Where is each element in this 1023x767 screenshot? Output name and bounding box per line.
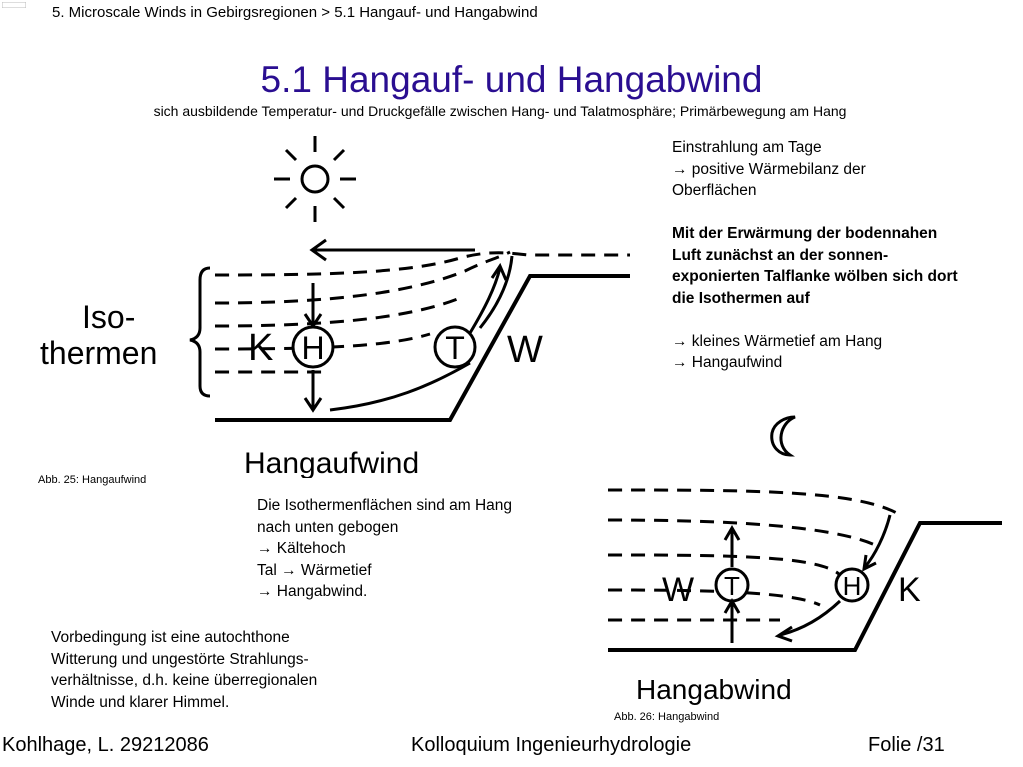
label-w: W (507, 329, 543, 371)
corner-mark (2, 2, 26, 8)
footer-event: Kolloquium Ingenieurhydrologie (411, 734, 692, 756)
upslope-wind-arrows (329, 255, 514, 412)
figure-hangabwind: T H W K Hangabwind (607, 415, 1002, 705)
text-line: → Hangaufwind (672, 354, 783, 371)
moon-icon (770, 415, 796, 457)
downslope-wind-arrows (774, 514, 892, 643)
text-line: Tal → Wärmetief (257, 561, 372, 579)
text-line: Winde und klarer Himmel. (51, 693, 230, 711)
explanation-hangabwind: Die Isothermenflächen sind am Hang nach … (257, 495, 587, 603)
sun-icon (274, 136, 356, 222)
text-line: Einstrahlung am Tage (672, 139, 822, 156)
text-line: → kleines Wärmetief am Hang (672, 332, 883, 350)
label-k: K (898, 571, 921, 609)
label-t: T (724, 571, 740, 601)
upper-return-flow-arrow (309, 238, 475, 262)
precondition-note: Vorbedingung ist eine autochthone Witter… (51, 627, 381, 713)
ground-profile (215, 274, 630, 422)
text-line: Witterung und ungestörte Strahlungs- (51, 650, 309, 668)
figure2-title: Hangabwind (636, 674, 792, 705)
figure1-caption: Abb. 25: Hangaufwind (38, 474, 147, 486)
high-pressure-marker (834, 567, 870, 603)
text-line: → Hangabwind. (257, 583, 368, 600)
text-line: → Kältehoch (257, 540, 346, 557)
isotherm-lines (607, 488, 901, 622)
low-pressure-marker (433, 325, 477, 369)
isotherm-lines (214, 250, 630, 374)
isotherm-brace (189, 266, 211, 398)
label-h: H (301, 330, 324, 366)
text-line: Oberflächen (672, 182, 757, 199)
text-line: → positive Wärmebilanz der (672, 160, 866, 178)
breadcrumb: 5. Microscale Winds in Gebirgsregionen >… (52, 4, 538, 21)
footer-slide-number: Folie /31 (868, 734, 945, 756)
label-thermen: thermen (40, 335, 157, 371)
figure2-caption: Abb. 26: Hangabwind (614, 711, 720, 723)
footer-author: Kohlhage, L. 29212086 (2, 734, 209, 756)
text-line: nach unten gebogen (257, 518, 399, 536)
text-line-bold: Mit der Erwärmung der bodennahen (672, 225, 938, 242)
text-line: Die Isothermenflächen sind am Hang (257, 497, 513, 514)
text-line-bold: Luft zunächst an der sonnen- (672, 246, 889, 264)
figure-hangaufwind: H T K W Iso- thermen Hangaufwind (40, 136, 630, 478)
rising-air-arrows (723, 525, 741, 643)
ground-profile (608, 521, 1002, 652)
explanation-hangaufwind: Einstrahlung am Tage → positive Wärmebil… (672, 137, 1012, 374)
text-line-bold: die Isothermen auf (672, 289, 810, 307)
figure1-title: Hangaufwind (244, 447, 419, 478)
page-title: 5.1 Hangauf- und Hangabwind (260, 59, 763, 100)
footer: Kohlhage, L. 29212086 Kolloquium Ingenie… (0, 734, 1023, 764)
label-iso: Iso- (82, 299, 135, 335)
label-k: K (248, 327, 273, 369)
text-line-bold: exponierten Talflanke wölben sich dort (672, 268, 958, 285)
page-subtitle: sich ausbildende Temperatur- und Druckge… (153, 103, 847, 119)
text-line: verhältnisse, d.h. keine überregionalen (51, 672, 318, 689)
text-line: Vorbedingung ist eine autochthone (51, 629, 290, 646)
label-w: W (662, 571, 694, 609)
label-t: T (445, 330, 465, 366)
high-pressure-marker (291, 325, 335, 369)
label-h: H (843, 571, 862, 601)
